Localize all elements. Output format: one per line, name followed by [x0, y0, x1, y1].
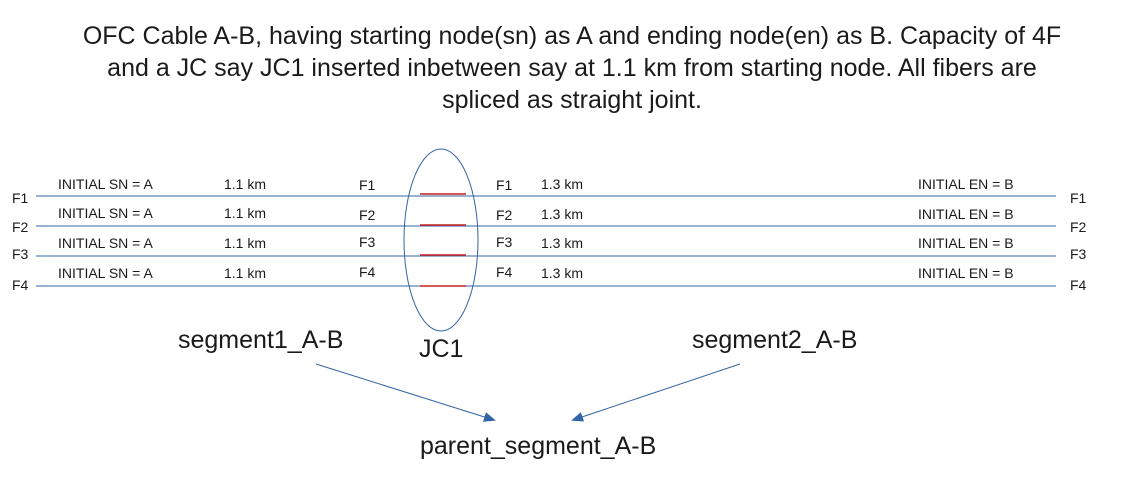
- distance-1-label-3: 1.1 km: [224, 235, 266, 251]
- fiber-right-id-1: F1: [1070, 190, 1087, 206]
- jc-right-fiber-1: F1: [496, 177, 513, 193]
- distance-2-label-1: 1.3 km: [541, 176, 583, 192]
- jc1-label: JC1: [419, 335, 463, 363]
- jc-left-fiber-3: F3: [359, 234, 376, 250]
- segment1-label: segment1_A-B: [178, 326, 343, 354]
- distance-2-label-4: 1.3 km: [541, 265, 583, 281]
- distance-2-label-2: 1.3 km: [541, 206, 583, 222]
- parent-segment-label: parent_segment_A-B: [420, 432, 656, 460]
- jc-right-fiber-3: F3: [496, 234, 513, 250]
- title-line-1: OFC Cable A-B, having starting node(sn) …: [82, 22, 1062, 50]
- jc-left-fiber-1: F1: [359, 177, 376, 193]
- end-node-label-2: INITIAL EN = B: [918, 206, 1014, 222]
- fiber-right-id-4: F4: [1070, 277, 1087, 293]
- end-node-label-4: INITIAL EN = B: [918, 265, 1014, 281]
- distance-1-label-4: 1.1 km: [224, 265, 266, 281]
- segment2-label: segment2_A-B: [692, 326, 857, 354]
- fiber-right-id-3: F3: [1070, 246, 1087, 262]
- arrow-segment2-to-parent: [571, 363, 741, 422]
- end-node-label-3: INITIAL EN = B: [918, 235, 1014, 251]
- distance-1-label-2: 1.1 km: [224, 205, 266, 221]
- start-node-label-2: INITIAL SN = A: [58, 205, 153, 221]
- start-node-label-1: INITIAL SN = A: [58, 176, 153, 192]
- jc-right-fiber-2: F2: [496, 207, 513, 223]
- title-line-2: and a JC say JC1 inserted inbetween say …: [107, 54, 1037, 82]
- fiber-left-id-4: F4: [12, 277, 29, 293]
- jc-right-fiber-4: F4: [496, 264, 513, 280]
- fiber-left-id-1: F1: [12, 190, 29, 206]
- fiber-left-id-2: F2: [12, 219, 29, 235]
- end-node-label-1: INITIAL EN = B: [918, 176, 1014, 192]
- jc-left-fiber-2: F2: [359, 207, 376, 223]
- fiber-right-id-2: F2: [1070, 219, 1087, 235]
- distance-1-label-1: 1.1 km: [224, 176, 266, 192]
- fiber-left-id-3: F3: [12, 246, 29, 262]
- arrow-segment1-to-parent: [315, 363, 496, 422]
- jc1-ellipse: [403, 148, 479, 332]
- start-node-label-4: INITIAL SN = A: [58, 265, 153, 281]
- title-line-3: spliced as straight joint.: [442, 86, 702, 114]
- diagram-title: OFC Cable A-B, having starting node(sn) …: [0, 20, 1144, 116]
- jc-left-fiber-4: F4: [359, 264, 376, 280]
- distance-2-label-3: 1.3 km: [541, 235, 583, 251]
- start-node-label-3: INITIAL SN = A: [58, 235, 153, 251]
